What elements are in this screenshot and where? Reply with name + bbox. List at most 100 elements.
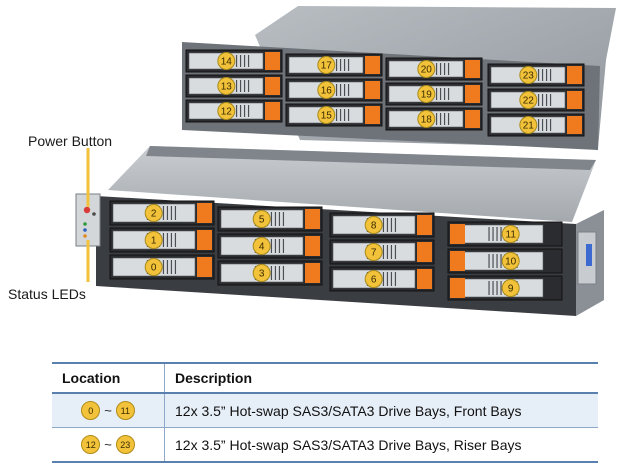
description-cell: 12x 3.5” Hot-swap SAS3/SATA3 Drive Bays,…: [164, 393, 598, 428]
bay-number-label: 5: [259, 215, 265, 226]
bay-number-label: 8: [371, 221, 377, 232]
drive-tray[interactable]: 18: [385, 107, 483, 131]
drive-tray[interactable]: 19: [385, 82, 483, 106]
status-led-icon: [83, 234, 87, 238]
bay-number-label: 18: [421, 115, 433, 126]
power-button-icon[interactable]: [83, 206, 91, 214]
drive-latch[interactable]: [197, 230, 212, 250]
drive-tray[interactable]: 12: [185, 99, 283, 123]
drive-latch[interactable]: [265, 102, 280, 120]
drive-latch[interactable]: [197, 257, 212, 277]
riser-drive-bays: 14 13 12 17 16 15 20 19 18 23 22 21: [185, 49, 585, 137]
bay-number-label: 14: [221, 57, 233, 68]
bay-number-badge: [501, 279, 520, 297]
power-button-label: Power Button: [28, 133, 113, 149]
drive-tray[interactable]: 22: [487, 88, 585, 112]
bay-number-badge: [144, 258, 163, 276]
drive-tray[interactable]: 15: [285, 103, 383, 127]
drive-tray[interactable]: 14: [185, 49, 283, 73]
drive-tray[interactable]: 16: [285, 78, 383, 102]
drive-latch[interactable]: [305, 263, 320, 283]
bay-number-label: 13: [221, 82, 233, 93]
bay-number-label: 20: [421, 65, 433, 76]
bay-number-badge: [417, 85, 436, 103]
bay-number-label: 9: [508, 284, 514, 295]
bay-number-label: 21: [523, 121, 535, 132]
bay-number-label: 17: [321, 61, 333, 72]
drive-tray[interactable]: 4: [217, 233, 323, 259]
table-row: 12 ~ 23 12x 3.5” Hot-swap SAS3/SATA3 Dri…: [52, 427, 598, 463]
drive-tray[interactable]: 11: [447, 221, 563, 247]
bay-number-label: 6: [371, 275, 377, 286]
status-leds-label: Status LEDs: [8, 286, 86, 302]
drive-tray[interactable]: 10: [447, 248, 563, 274]
bay-number-badge: [217, 77, 236, 95]
bay-number-label: 7: [371, 248, 377, 259]
drive-latch[interactable]: [465, 110, 480, 128]
bay-number-badge: [217, 102, 236, 120]
drive-tray[interactable]: 23: [487, 63, 585, 87]
drive-latch[interactable]: [465, 85, 480, 103]
table-row: 0 ~ 11 12x 3.5” Hot-swap SAS3/SATA3 Driv…: [52, 393, 598, 428]
range-separator: ~: [104, 437, 112, 452]
drive-tray[interactable]: 13: [185, 74, 283, 98]
bay-number-badge: [417, 110, 436, 128]
bay-number-badge: [252, 210, 271, 228]
drive-latch[interactable]: [450, 278, 465, 298]
bay-number-label: 12: [221, 107, 233, 118]
bay-number-badge: [519, 66, 538, 84]
drive-latch[interactable]: [197, 203, 212, 223]
drive-tray[interactable]: 21: [487, 113, 585, 137]
bay-number-label: 19: [421, 90, 433, 101]
status-led-icon: [83, 222, 87, 226]
bay-number-label: 0: [151, 263, 157, 274]
drive-tray[interactable]: 8: [329, 212, 435, 238]
bay-number-badge: [317, 106, 336, 124]
drive-tray[interactable]: 7: [329, 239, 435, 265]
drive-tray[interactable]: 2: [109, 200, 215, 226]
drive-latch[interactable]: [450, 224, 465, 244]
bay-number-badge: [317, 56, 336, 74]
drive-tray[interactable]: 6: [329, 266, 435, 292]
drive-tray[interactable]: 5: [217, 206, 323, 232]
drive-latch[interactable]: [567, 91, 582, 109]
drive-tray[interactable]: 17: [285, 53, 383, 77]
bay-number-label: 11: [506, 230, 517, 241]
bay-number-badge: [144, 204, 163, 222]
drive-latch[interactable]: [567, 116, 582, 134]
bay-number-label: 23: [523, 71, 535, 82]
drive-latch[interactable]: [365, 81, 380, 99]
bay-number-badge: [364, 270, 383, 288]
drive-latch[interactable]: [265, 52, 280, 70]
drive-latch[interactable]: [417, 269, 432, 289]
range-separator: ~: [104, 403, 112, 418]
bay-number-badge: [501, 252, 520, 270]
bay-number-badge: [144, 231, 163, 249]
drive-tray[interactable]: 9: [447, 275, 563, 301]
drive-latch[interactable]: [365, 56, 380, 74]
bay-number-badge: [417, 60, 436, 78]
bay-number-badge: [364, 216, 383, 234]
bay-number-label: 22: [523, 96, 535, 107]
location-cell: 0 ~ 11: [52, 393, 165, 428]
drive-tray[interactable]: 0: [109, 254, 215, 280]
bay-number-label: 15: [321, 111, 333, 122]
drive-tray[interactable]: 1: [109, 227, 215, 253]
bay-number-label: 1: [151, 236, 157, 247]
drive-tray[interactable]: 3: [217, 260, 323, 286]
drive-latch[interactable]: [265, 77, 280, 95]
drive-latch[interactable]: [305, 209, 320, 229]
drive-latch[interactable]: [417, 215, 432, 235]
drive-latch[interactable]: [305, 236, 320, 256]
bay-number-badge: [519, 116, 538, 134]
drive-latch[interactable]: [450, 251, 465, 271]
drive-latch[interactable]: [465, 60, 480, 78]
drive-latch[interactable]: [365, 106, 380, 124]
bay-number-badge: [252, 237, 271, 255]
drive-latch[interactable]: [417, 242, 432, 262]
bay-number-badge: 11: [115, 401, 135, 420]
drive-tray[interactable]: 20: [385, 57, 483, 81]
drive-latch[interactable]: [567, 66, 582, 84]
